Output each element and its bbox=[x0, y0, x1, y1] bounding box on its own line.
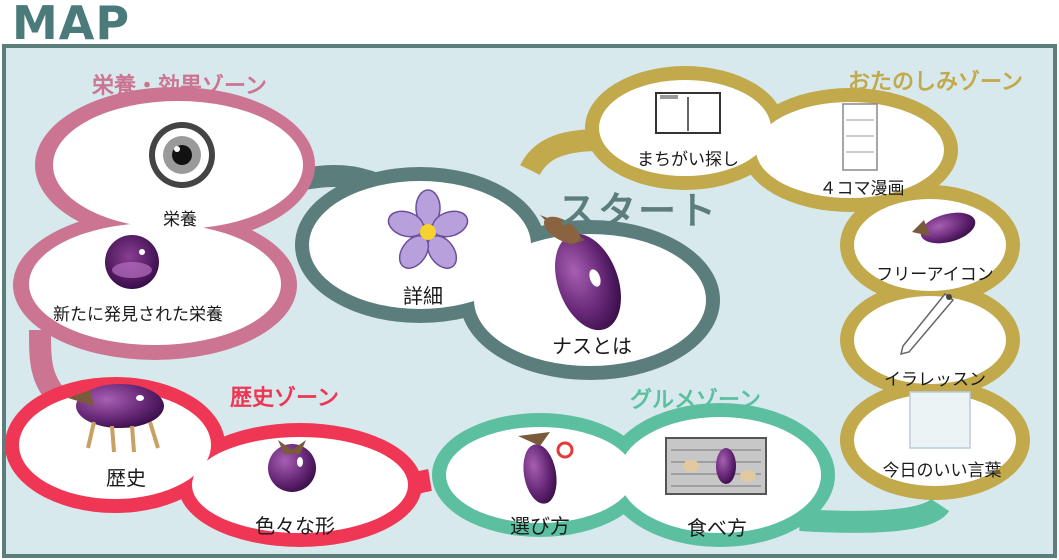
spot-difference-icon[interactable] bbox=[655, 92, 721, 134]
purple-orb-icon[interactable] bbox=[105, 235, 159, 289]
pen-icon[interactable] bbox=[899, 292, 955, 356]
history-zone bbox=[5, 377, 422, 547]
card-icon[interactable] bbox=[909, 391, 971, 449]
grill-icon[interactable] bbox=[665, 437, 767, 495]
new-nutrition-item-label[interactable]: 新たに発見された栄養 bbox=[53, 305, 223, 325]
eggplant-icon[interactable] bbox=[540, 211, 634, 339]
round-eggplant-icon[interactable] bbox=[268, 440, 316, 492]
picking-eggplant-icon[interactable] bbox=[518, 432, 574, 506]
comic-item-label[interactable]: ４コマ漫画 bbox=[819, 179, 905, 199]
fun-zone-title: おたのしみゾーン bbox=[848, 70, 1023, 95]
start-label: スタート bbox=[558, 189, 719, 233]
spot-difference-item-label[interactable]: まちがい探し bbox=[637, 150, 739, 170]
connector-gourmet-fun bbox=[799, 497, 950, 533]
gourmet-zone bbox=[432, 403, 835, 547]
shapes-item-label[interactable]: 色々な形 bbox=[255, 514, 335, 538]
free-icon-item-label[interactable]: フリーアイコン bbox=[876, 265, 994, 285]
about-eggplant-item-label[interactable]: ナスとは bbox=[552, 334, 632, 358]
gourmet-zone-title: グルメゾーン bbox=[630, 388, 761, 413]
history-item-label[interactable]: 歴史 bbox=[106, 466, 146, 490]
illust-lesson-item-label[interactable]: イラレッスン bbox=[884, 370, 986, 390]
eggplant-cow-icon[interactable] bbox=[68, 384, 164, 453]
todays-words-item-label[interactable]: 今日のいい言葉 bbox=[882, 461, 1002, 481]
comic-strip-icon[interactable] bbox=[842, 103, 878, 171]
eggplant-flower-icon[interactable] bbox=[385, 189, 471, 274]
small-eggplant-icon[interactable] bbox=[912, 207, 979, 249]
choose-item-label[interactable]: 選び方 bbox=[510, 514, 570, 538]
eat-item-label[interactable]: 食べ方 bbox=[687, 516, 747, 540]
eye-icon[interactable] bbox=[149, 122, 215, 188]
nutrition-item-label[interactable]: 栄養 bbox=[163, 210, 197, 230]
history-zone-title: 歴史ゾーン bbox=[230, 386, 339, 411]
detail-item-label[interactable]: 詳細 bbox=[403, 284, 443, 308]
page-title: MAP bbox=[12, 0, 131, 50]
nutrition-zone-title: 栄養・効果ゾーン bbox=[92, 74, 267, 99]
